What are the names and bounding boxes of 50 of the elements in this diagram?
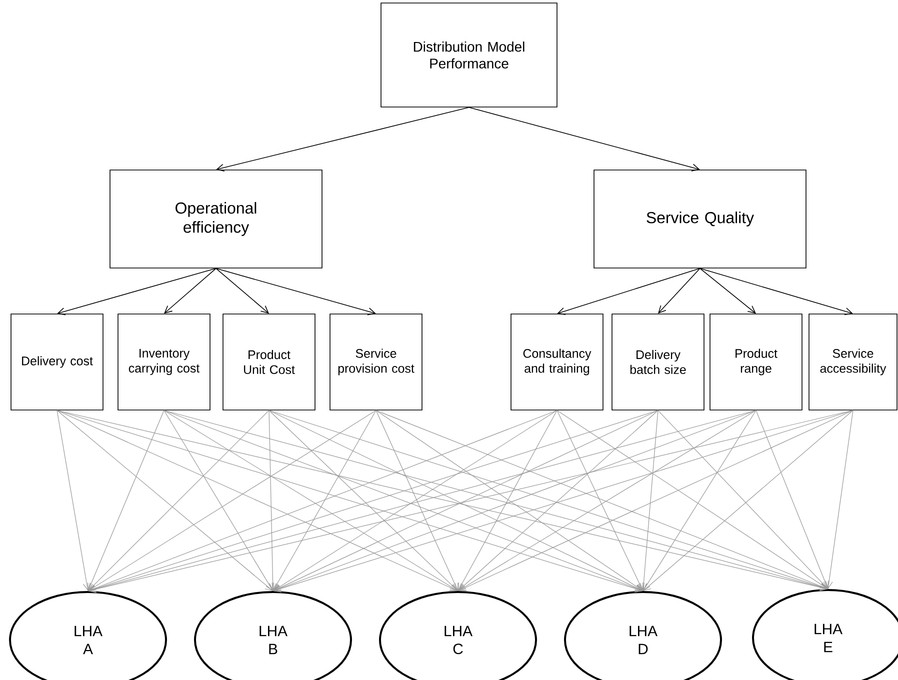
arrow [640, 410, 658, 591]
process-box: Service provision cost [330, 314, 422, 410]
arrow [216, 107, 470, 172]
process-box: Delivery cost [10, 314, 104, 410]
arrow [825, 410, 854, 589]
arrow [700, 268, 853, 316]
arrow [273, 410, 376, 591]
arrow [557, 268, 700, 315]
arrow [268, 410, 458, 591]
process-box: Product Unit Cost [222, 314, 316, 410]
arrow [216, 268, 376, 316]
arrow [164, 410, 458, 591]
arrow [164, 410, 273, 591]
arrow [458, 410, 854, 592]
arrow [164, 268, 216, 314]
arrow [700, 268, 756, 314]
arrow [88, 410, 270, 591]
arrow [643, 410, 756, 591]
process-box: Delivery batch size [612, 314, 704, 410]
arrow [756, 410, 829, 589]
arrow [376, 410, 458, 591]
arrow [273, 410, 558, 591]
arrow [56, 410, 90, 591]
arrow [88, 410, 376, 591]
arrow [87, 410, 164, 591]
arrow [458, 410, 558, 591]
arrow [56, 410, 458, 592]
process-box: Consultancy and training [510, 314, 604, 410]
arrow [658, 268, 700, 314]
arrow [643, 410, 854, 591]
process-box: Operational efficiency [110, 170, 322, 268]
arrow [57, 268, 216, 316]
arrow [376, 410, 828, 590]
arrow [164, 410, 643, 592]
process-box: Service accessibility [808, 314, 898, 410]
arrow [268, 410, 277, 591]
arrow [458, 410, 756, 591]
arrow [88, 410, 558, 592]
process-box: Inventory carrying cost [118, 314, 210, 410]
process-box: Product range [710, 314, 802, 410]
arrow [376, 410, 643, 591]
arrow [658, 410, 828, 589]
arrow [556, 410, 828, 589]
arrow [216, 268, 269, 314]
arrow [468, 107, 700, 172]
arrow [458, 410, 658, 591]
process-box: Distribution Model Performance [380, 2, 558, 108]
process-box: Service Quality [594, 170, 806, 268]
arrow [56, 410, 273, 591]
arrow [556, 410, 644, 591]
